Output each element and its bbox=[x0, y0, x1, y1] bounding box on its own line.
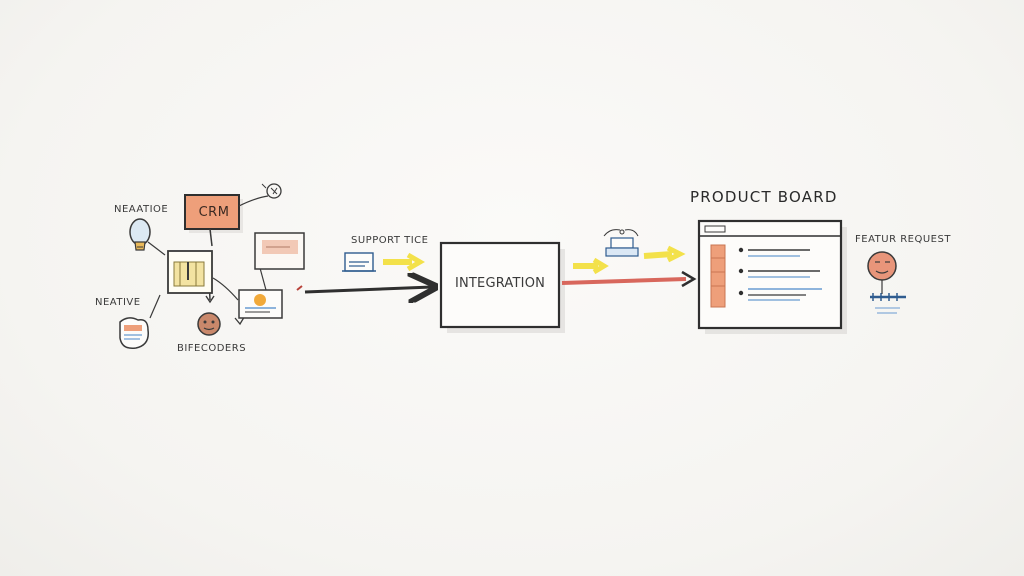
product-board-node bbox=[697, 219, 847, 334]
feature-request-face-icon bbox=[867, 251, 906, 314]
support-ticket-icon bbox=[342, 252, 376, 272]
arrow-to-integration bbox=[304, 287, 432, 292]
refresh-icon bbox=[261, 183, 282, 199]
document-icon bbox=[167, 250, 213, 294]
lightbulb-icon bbox=[129, 218, 151, 251]
server-icon bbox=[603, 229, 639, 257]
yellow-arrow-left bbox=[573, 257, 609, 275]
label-support-ticket: SUPPORT TICE bbox=[351, 235, 429, 246]
image-card bbox=[238, 289, 283, 319]
yellow-arrow-right bbox=[643, 245, 686, 263]
label-bifecoders: BIFECODERS bbox=[177, 343, 247, 354]
red-arrow-to-product-board bbox=[561, 270, 697, 288]
label-feature-request: FEATUR REQUEST bbox=[855, 234, 951, 245]
yellow-arrow-support bbox=[383, 252, 425, 272]
label-crm: CRM bbox=[198, 205, 230, 220]
integration-node bbox=[439, 241, 565, 333]
note-card bbox=[254, 232, 305, 270]
label-product-board: PRODUCT BOARD bbox=[690, 188, 838, 206]
crm-node bbox=[184, 194, 243, 233]
feedback-icon bbox=[119, 317, 149, 350]
red-mark bbox=[296, 285, 303, 291]
label-integration: INTEGRATION bbox=[454, 276, 546, 291]
person-face-icon bbox=[197, 312, 221, 336]
label-negative-left: NEATIVE bbox=[95, 297, 141, 308]
label-negative-top: NEAATIOE bbox=[114, 204, 169, 215]
